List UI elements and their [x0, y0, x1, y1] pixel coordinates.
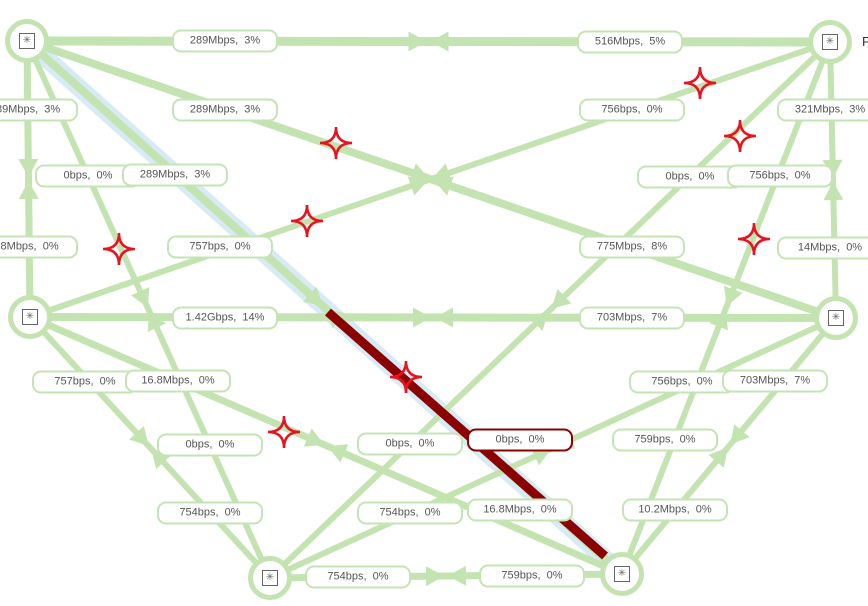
alert-star-icon[interactable] — [290, 204, 324, 238]
link-label[interactable]: 16.8Mbps, 0% — [467, 498, 573, 522]
link-label[interactable]: 775Mbps, 8% — [579, 235, 685, 259]
alert-star-icon[interactable] — [102, 232, 136, 266]
arrow-head — [425, 566, 445, 587]
link-label[interactable]: 703Mbps, 7% — [722, 369, 828, 393]
arrow-head — [530, 447, 552, 466]
link-label[interactable]: 0bps, 0% — [357, 432, 463, 456]
alert-star-icon[interactable] — [683, 66, 717, 100]
link-TL-BL[interactable] — [24, 39, 273, 580]
node-BL[interactable]: ✳ — [248, 556, 292, 600]
link-label[interactable]: 289Mbps, 3% — [122, 163, 228, 187]
arrow-head — [430, 31, 449, 52]
arrow-head — [435, 307, 454, 328]
link-label[interactable]: 757bps, 0% — [167, 235, 273, 259]
alert-star-icon[interactable] — [723, 119, 757, 153]
arrow-head — [18, 158, 39, 178]
link-label[interactable]: 10.2Mbps, 0% — [622, 498, 728, 522]
link-label[interactable]: 757bps, 0% — [32, 370, 138, 394]
arrow-head — [723, 285, 743, 307]
arrow-head — [730, 424, 750, 445]
arrow-head — [708, 447, 728, 468]
link-TL-ML[interactable] — [23, 40, 34, 318]
link-label[interactable]: 321Mbps, 3% — [777, 98, 868, 122]
node-name: F — [862, 34, 868, 49]
arrow-head — [551, 288, 572, 309]
link-label[interactable]: 289Mbps, 3% — [172, 98, 278, 122]
link-TL-TR[interactable] — [26, 36, 831, 47]
arrow-head — [303, 428, 325, 447]
alert-star-icon[interactable] — [319, 126, 353, 160]
link-label[interactable]: 0bps, 0% — [467, 428, 573, 452]
link-label[interactable]: 754bps, 0% — [357, 501, 463, 525]
link-ML-BR[interactable] — [28, 313, 624, 578]
link-label[interactable]: 516Mbps, 5% — [577, 30, 683, 54]
link-label[interactable]: 703Mbps, 7% — [579, 306, 685, 330]
link-label[interactable]: 0bps, 0% — [35, 164, 141, 188]
link-ML-BL[interactable] — [27, 314, 273, 581]
link-label[interactable]: 759bps, 0% — [479, 564, 585, 588]
node-BR[interactable]: ✳ — [600, 552, 644, 596]
link-label[interactable]: 756bps, 0% — [727, 164, 833, 188]
alert-star-icon[interactable] — [267, 415, 301, 449]
switch-icon: ✳ — [828, 310, 844, 326]
switch-icon: ✳ — [262, 570, 278, 586]
link-ML-MR[interactable] — [29, 313, 837, 322]
link-BR-MR[interactable] — [619, 316, 839, 576]
link-label[interactable]: 289Mbps, 3% — [0, 98, 78, 122]
switch-icon: ✳ — [822, 34, 838, 50]
link-label[interactable]: 0bps, 0% — [157, 433, 263, 457]
switch-icon: ✳ — [22, 309, 38, 325]
arrow-head — [18, 180, 39, 200]
link-label[interactable]: 754bps, 0% — [157, 501, 263, 525]
arrow-head — [327, 444, 349, 463]
link-label[interactable]: 1.42Gbps, 14% — [172, 306, 278, 330]
link-label[interactable]: 754bps, 0% — [305, 565, 411, 589]
link-label[interactable]: 756bps, 0% — [579, 98, 685, 122]
alert-star-icon[interactable] — [737, 222, 771, 256]
arrow-head — [822, 159, 843, 179]
arrow-head — [407, 176, 429, 196]
link-label[interactable]: 14Mbps, 0% — [777, 236, 868, 260]
node-ML[interactable]: ✳ — [8, 295, 52, 339]
link-BR-TR[interactable] — [619, 40, 833, 576]
switch-icon: ✳ — [614, 566, 630, 582]
link-label[interactable]: 16.8Mbps, 0% — [125, 369, 231, 393]
link-label[interactable]: 6.8Mbps, 0% — [0, 235, 78, 259]
arrow-head — [412, 307, 431, 328]
alert-star-icon[interactable] — [389, 360, 423, 394]
arrow-head — [709, 309, 729, 331]
arrow-head — [131, 287, 150, 308]
node-TR[interactable]: ✳ — [808, 20, 852, 64]
arrow-head — [447, 565, 467, 586]
link-label[interactable]: 289Mbps, 3% — [172, 29, 278, 53]
link-MR-TR[interactable] — [827, 41, 839, 319]
link-label[interactable]: 756bps, 0% — [629, 370, 735, 394]
node-TL[interactable]: ✳ — [5, 19, 49, 63]
node-MR[interactable]: ✳ — [814, 296, 858, 340]
arrow-head — [302, 286, 324, 307]
switch-icon: ✳ — [19, 33, 35, 49]
link-label[interactable]: 759bps, 0% — [612, 428, 718, 452]
arrow-head — [823, 181, 844, 201]
arrow-head — [408, 31, 427, 52]
arrow-head — [129, 426, 149, 447]
arrow-head — [528, 311, 549, 332]
arrow-head — [431, 163, 453, 183]
